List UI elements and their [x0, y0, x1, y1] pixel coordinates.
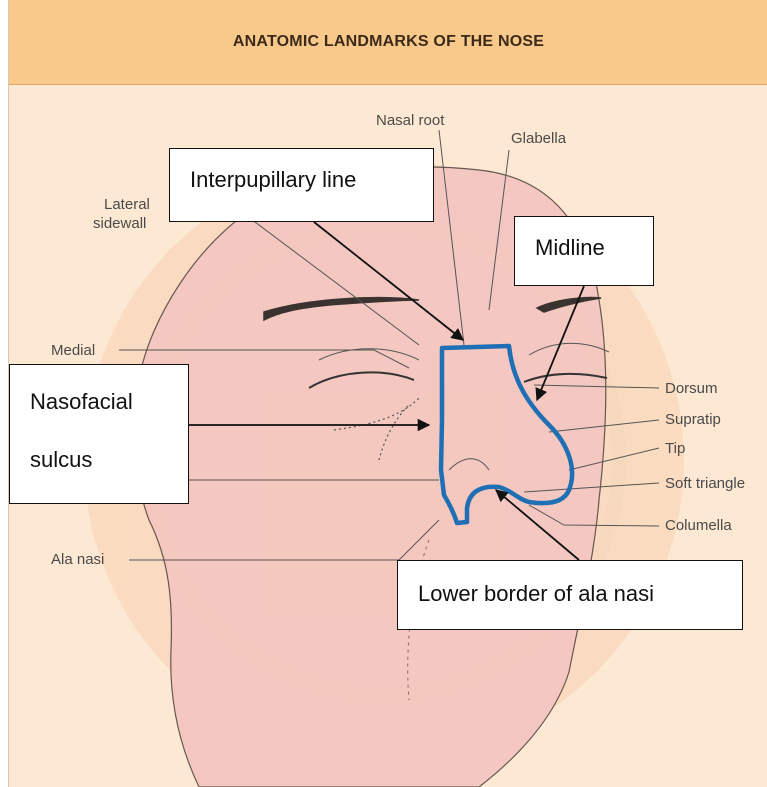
label-dorsum: Dorsum	[665, 380, 718, 397]
label-tip: Tip	[665, 440, 685, 457]
label-ala-nasi: Ala nasi	[51, 551, 104, 568]
label-medial: Medial	[51, 342, 95, 359]
callout-midline-text: Midline	[535, 235, 605, 260]
callout-midline: Midline	[514, 216, 654, 286]
label-columella: Columella	[665, 517, 732, 534]
label-soft-triangle: Soft triangle	[665, 475, 745, 492]
callout-interpupillary-line: Interpupillary line	[169, 148, 434, 222]
label-glabella: Glabella	[511, 130, 566, 147]
label-nasal-root: Nasal root	[376, 112, 444, 129]
label-lateral-sidewall-1: Lateral	[104, 196, 150, 213]
callout-lower-border-ala-nasi: Lower border of ala nasi	[397, 560, 743, 630]
callout-nasofacial-text-1: Nasofacial	[30, 389, 188, 415]
callout-lower-border-text: Lower border of ala nasi	[418, 581, 654, 606]
callout-nasofacial-text-2: sulcus	[30, 447, 188, 473]
callout-nasofacial-sulcus: Nasofacial sulcus	[9, 364, 189, 504]
label-supratip: Supratip	[665, 411, 721, 428]
callout-interpupillary-text: Interpupillary line	[190, 167, 356, 192]
label-lateral-sidewall-2: sidewall	[93, 215, 146, 232]
figure-panel: ANATOMIC LANDMARKS OF THE NOSE	[8, 0, 767, 787]
